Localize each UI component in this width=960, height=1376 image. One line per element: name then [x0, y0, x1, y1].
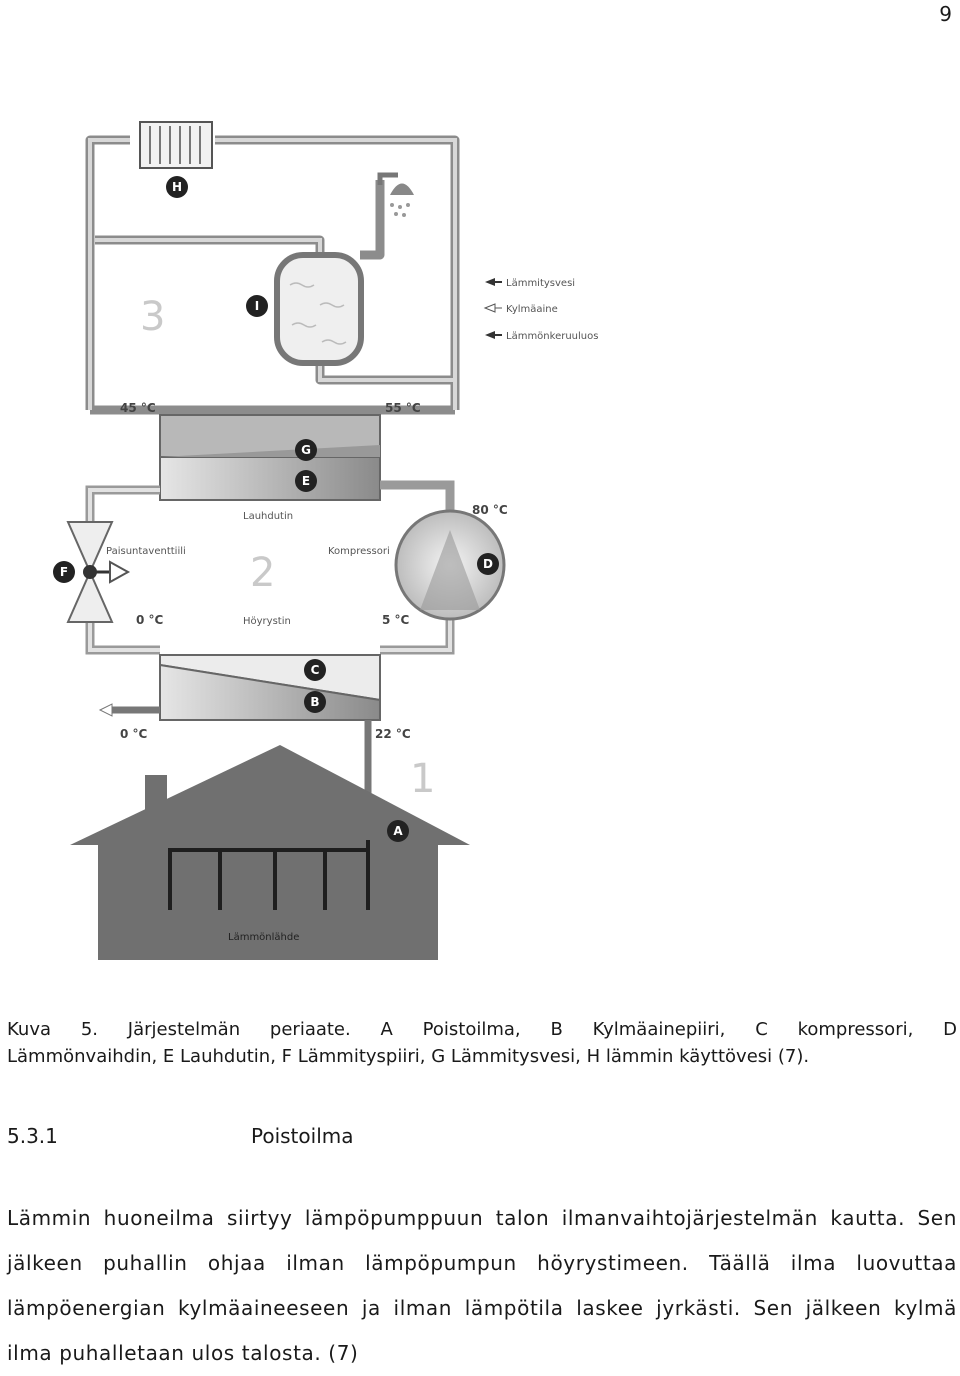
badge-I: I — [246, 295, 268, 317]
page-number: 9 — [939, 2, 952, 26]
svg-text:B: B — [310, 695, 319, 709]
label-kompressori: Kompressori — [328, 546, 390, 557]
zone-label-2: 2 — [250, 550, 275, 596]
label-paisuntaventtiili: Paisuntaventtiili — [106, 546, 186, 557]
svg-text:G: G — [301, 443, 311, 457]
svg-text:A: A — [393, 824, 403, 838]
hot-water-tank — [274, 252, 364, 366]
legend-refrigerant: Kylmäaine — [506, 304, 558, 315]
expansion-valve — [66, 521, 131, 623]
badge-D: D — [477, 553, 499, 575]
compressor — [394, 509, 506, 621]
badge-G: G — [295, 439, 317, 461]
house — [70, 745, 470, 960]
body-paragraph: Lämmin huoneilma siirtyy lämpöpumppuun t… — [7, 1206, 957, 1365]
caption-line-2: Lämmönvaihdin, E Lauhdutin, F Lämmityspi… — [7, 1046, 810, 1067]
temp-45: 45 °C — [120, 401, 156, 415]
badge-F: F — [53, 561, 75, 583]
svg-text:C: C — [311, 663, 320, 677]
section-number: 5.3.1 — [7, 1124, 58, 1148]
heat-pump-diagram: 3 2 1 Lämmitysvesi Kylmäaine Lämmönkeruu… — [40, 110, 640, 970]
legend: Lämmitysvesi Kylmäaine Lämmönkeruuluos — [483, 278, 598, 342]
shower-icon — [377, 172, 414, 217]
svg-text:D: D — [483, 557, 493, 571]
condenser — [159, 414, 381, 501]
caption-line-1: Kuva 5. Järjestelmän periaate. A Poistoi… — [7, 1019, 957, 1040]
radiator — [139, 121, 213, 169]
svg-text:I: I — [255, 299, 259, 313]
temp-5: 5 °C — [382, 613, 410, 627]
badge-C: C — [304, 659, 326, 681]
svg-text:E: E — [302, 474, 310, 488]
temp-22: 22 °C — [375, 727, 411, 741]
badge-E: E — [295, 470, 317, 492]
legend-collector-fluid: Lämmönkeruuluos — [506, 331, 598, 342]
svg-text:F: F — [60, 565, 68, 579]
badge-A: A — [387, 820, 409, 842]
section-heading: 5.3.1 Poistoilma — [7, 1124, 354, 1148]
heat-pump-svg: 3 2 1 Lämmitysvesi Kylmäaine Lämmönkeruu… — [53, 121, 598, 960]
zone-label-3: 3 — [140, 294, 165, 340]
temp-0-b: 0 °C — [120, 727, 148, 741]
temp-0-a: 0 °C — [136, 613, 164, 627]
legend-heating-water: Lämmitysvesi — [506, 278, 575, 289]
label-hoyrystin: Höyrystin — [243, 616, 291, 627]
badge-H: H — [166, 176, 188, 198]
badge-B: B — [304, 691, 326, 713]
heating-water-pipes — [85, 135, 460, 415]
zone-label-1: 1 — [410, 756, 435, 802]
section-title: Poistoilma — [251, 1124, 354, 1148]
label-lauhdutin: Lauhdutin — [243, 511, 293, 522]
figure-caption: Kuva 5. Järjestelmän periaate. A Poistoi… — [7, 1016, 957, 1070]
label-lammonlahde: Lämmönlähde — [228, 932, 299, 943]
temp-80: 80 °C — [472, 503, 508, 517]
temp-55: 55 °C — [385, 401, 421, 415]
svg-text:H: H — [172, 180, 182, 194]
evaporator — [159, 654, 381, 721]
